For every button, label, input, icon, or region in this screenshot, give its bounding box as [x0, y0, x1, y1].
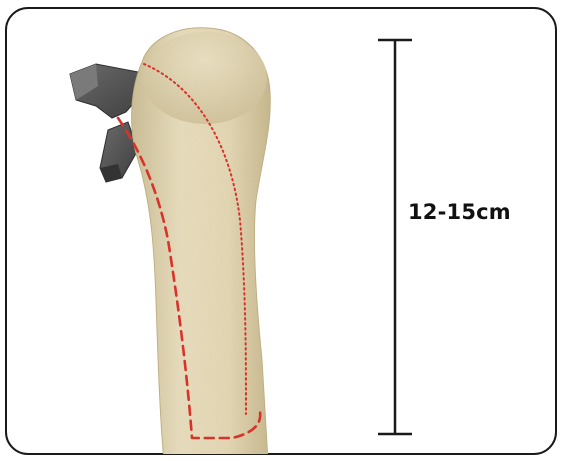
measurement-label: 12-15cm	[408, 200, 511, 224]
